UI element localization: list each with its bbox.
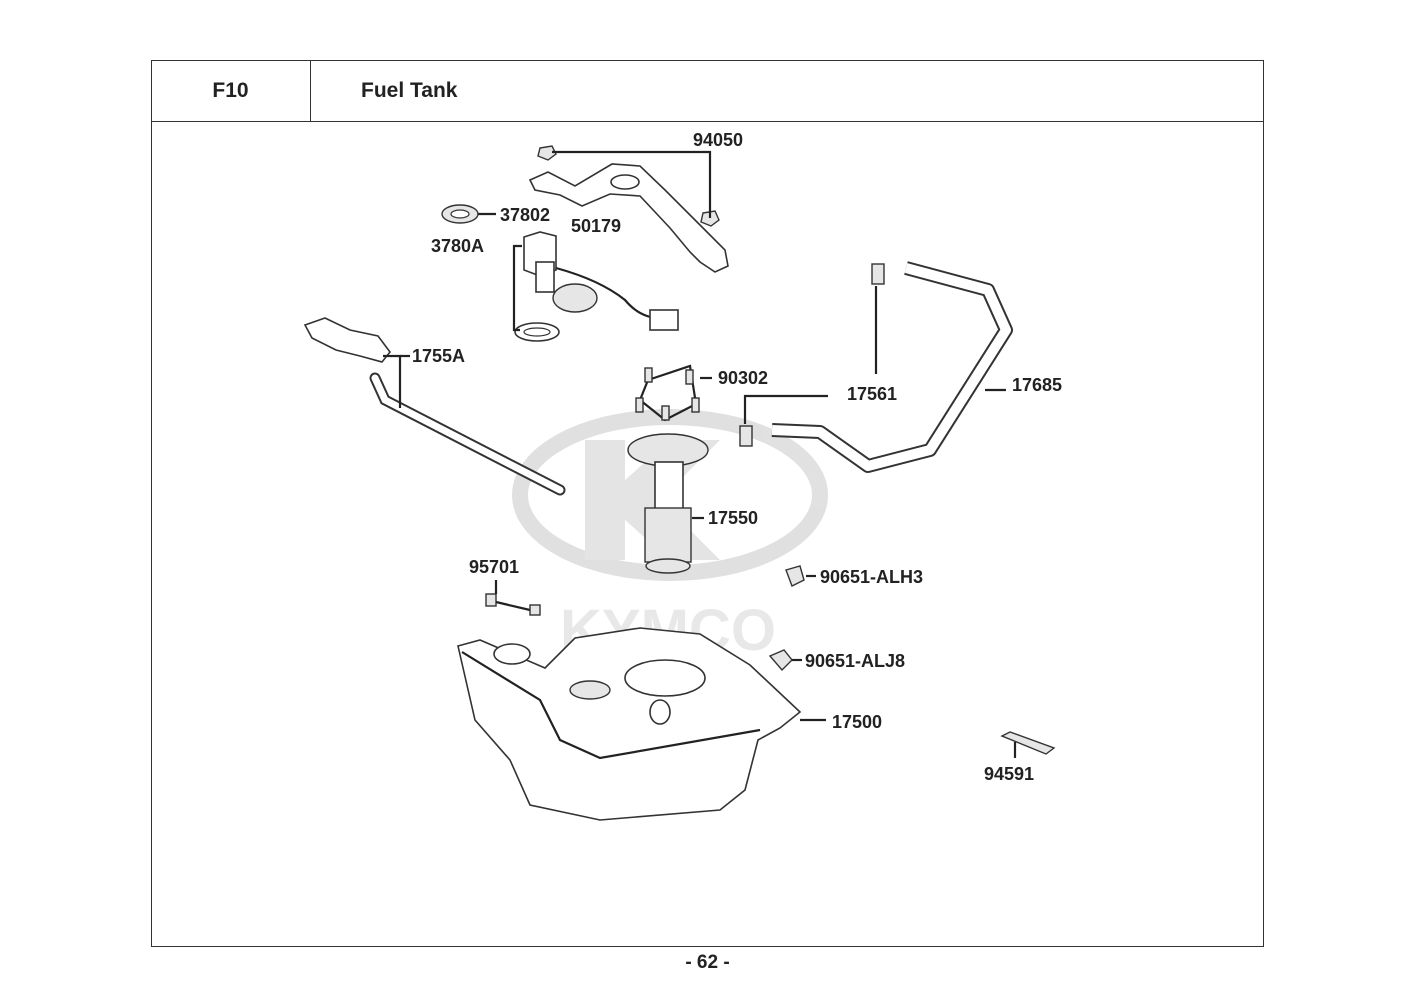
fuel-hose-17685 (771, 261, 1013, 473)
fuel-pump-17550 (627, 433, 709, 574)
ring-37802 (441, 204, 479, 224)
label-90651-ALH3: 90651-ALH3 (820, 567, 923, 587)
label-90651-ALJ8: 90651-ALJ8 (805, 651, 905, 671)
label-17685: 17685 (1012, 375, 1062, 395)
label-17500: 17500 (832, 712, 882, 732)
fuel-sender-3780A (514, 231, 679, 342)
label-95701: 95701 (469, 557, 519, 577)
bolt-95701 (485, 593, 541, 616)
page-number: - 62 - (685, 952, 730, 973)
diagram-frame (151, 60, 1264, 947)
label-94050: 94050 (693, 130, 743, 150)
clip-90651-ALH3 (785, 565, 805, 587)
label-17561: 17561 (847, 384, 897, 404)
label-37802: 37802 (500, 205, 550, 225)
bracket-50179 (528, 145, 729, 273)
breather-hose-1755A (303, 317, 566, 496)
label-strip-94591 (1000, 731, 1056, 755)
section-title: Fuel Tank (361, 79, 458, 102)
label-1755A: 1755A (412, 346, 465, 366)
clamp-17561 (739, 263, 885, 447)
label-50179: 50179 (571, 216, 621, 236)
label-17550: 17550 (708, 508, 758, 528)
label-90302: 90302 (718, 368, 768, 388)
label-3780A: 3780A (431, 236, 484, 256)
section-code: F10 (151, 60, 311, 122)
header-row (151, 60, 1264, 122)
label-94591: 94591 (984, 764, 1034, 784)
fuel-tank-17500 (457, 627, 802, 821)
bolts-90302 (635, 364, 700, 422)
